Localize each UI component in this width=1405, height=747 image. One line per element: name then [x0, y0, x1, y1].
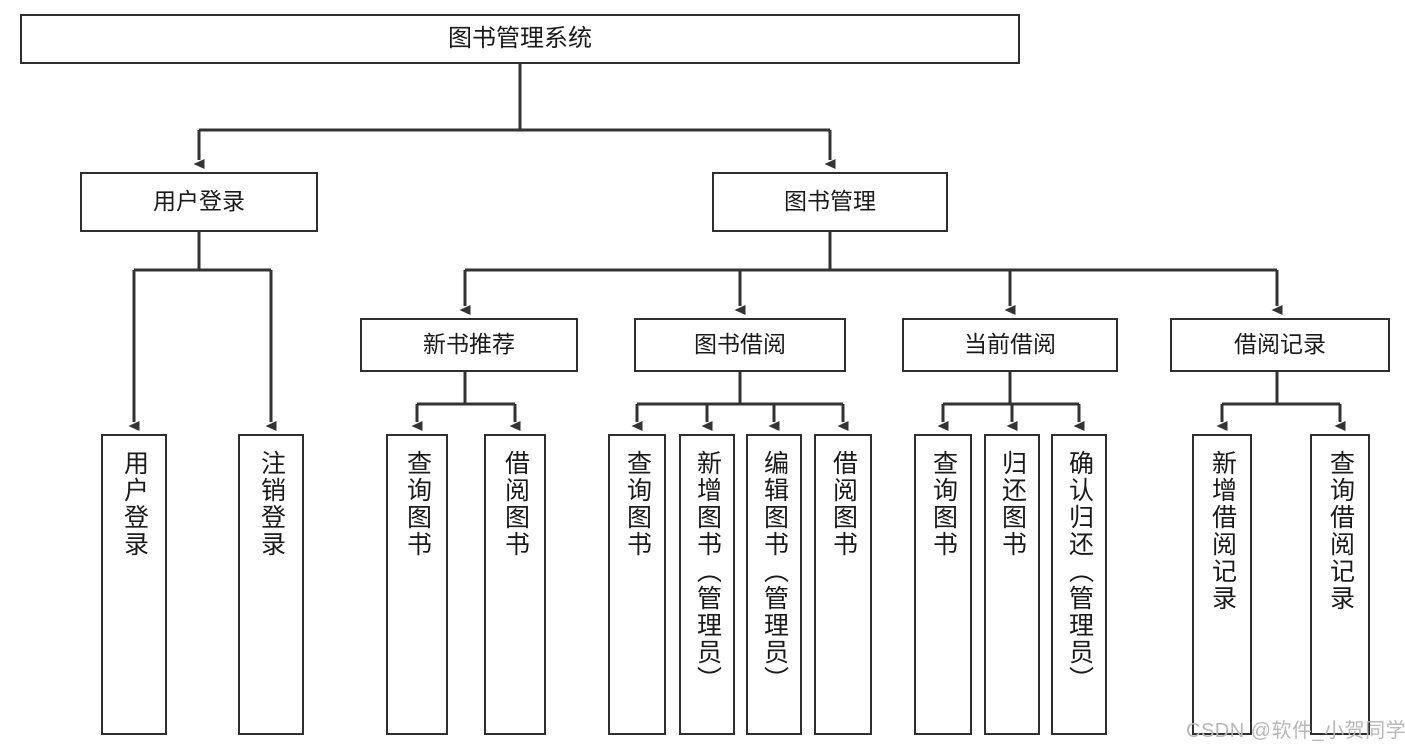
leaf-edit-book-admin[interactable]: 编辑图书（管理员）	[746, 434, 802, 735]
leaf-edit-book-admin-label: 编辑图书（管理员）	[760, 450, 789, 693]
node-new-book-recommend-label: 新书推荐	[423, 331, 515, 358]
leaf-confirm-return-admin[interactable]: 确认归还（管理员）	[1051, 434, 1107, 735]
leaf-query-borrow-record-label: 查询借阅记录	[1326, 450, 1355, 612]
leaf-confirm-return-admin-label: 确认归还（管理员）	[1065, 450, 1094, 693]
leaf-query-book-borrow[interactable]: 查询图书	[608, 434, 666, 735]
node-book-management[interactable]: 图书管理	[712, 172, 948, 232]
leaf-logout-label: 注销登录	[257, 450, 286, 558]
node-new-book-recommend[interactable]: 新书推荐	[360, 318, 578, 372]
leaf-return-book-label: 归还图书	[998, 450, 1027, 558]
node-user-login-label: 用户登录	[153, 188, 245, 215]
node-current-borrow[interactable]: 当前借阅	[902, 318, 1118, 372]
node-root-label: 图书管理系统	[448, 24, 592, 52]
leaf-logout[interactable]: 注销登录	[238, 434, 304, 735]
leaf-add-book-admin[interactable]: 新增图书（管理员）	[679, 434, 735, 735]
node-user-login[interactable]: 用户登录	[80, 172, 318, 232]
leaf-query-book-recommend[interactable]: 查询图书	[386, 434, 448, 735]
leaf-add-borrow-record[interactable]: 新增借阅记录	[1192, 434, 1252, 735]
node-book-management-label: 图书管理	[784, 188, 876, 215]
node-book-borrow-label: 图书借阅	[694, 331, 786, 358]
leaf-query-borrow-record[interactable]: 查询借阅记录	[1310, 434, 1370, 735]
node-root[interactable]: 图书管理系统	[20, 14, 1020, 64]
leaf-user-login[interactable]: 用户登录	[101, 434, 167, 735]
leaf-add-book-admin-label: 新增图书（管理员）	[693, 450, 722, 693]
leaf-query-book-borrow-label: 查询图书	[623, 450, 652, 558]
leaf-query-book-current[interactable]: 查询图书	[914, 434, 972, 735]
leaf-borrow-book[interactable]: 借阅图书	[814, 434, 872, 735]
leaf-query-book-current-label: 查询图书	[929, 450, 958, 558]
leaf-add-borrow-record-label: 新增借阅记录	[1208, 450, 1237, 612]
node-borrow-record[interactable]: 借阅记录	[1170, 318, 1390, 372]
leaf-query-book-recommend-label: 查询图书	[403, 450, 432, 558]
node-current-borrow-label: 当前借阅	[964, 331, 1056, 358]
leaf-user-login-label: 用户登录	[120, 450, 149, 558]
leaf-borrow-book-label: 借阅图书	[829, 450, 858, 558]
node-book-borrow[interactable]: 图书借阅	[634, 318, 846, 372]
watermark: CSDN @软件_小贺同学	[1186, 720, 1405, 742]
node-borrow-record-label: 借阅记录	[1234, 331, 1326, 358]
leaf-borrow-book-recommend[interactable]: 借阅图书	[484, 434, 546, 735]
leaf-return-book[interactable]: 归还图书	[984, 434, 1040, 735]
leaf-borrow-book-recommend-label: 借阅图书	[501, 450, 530, 558]
